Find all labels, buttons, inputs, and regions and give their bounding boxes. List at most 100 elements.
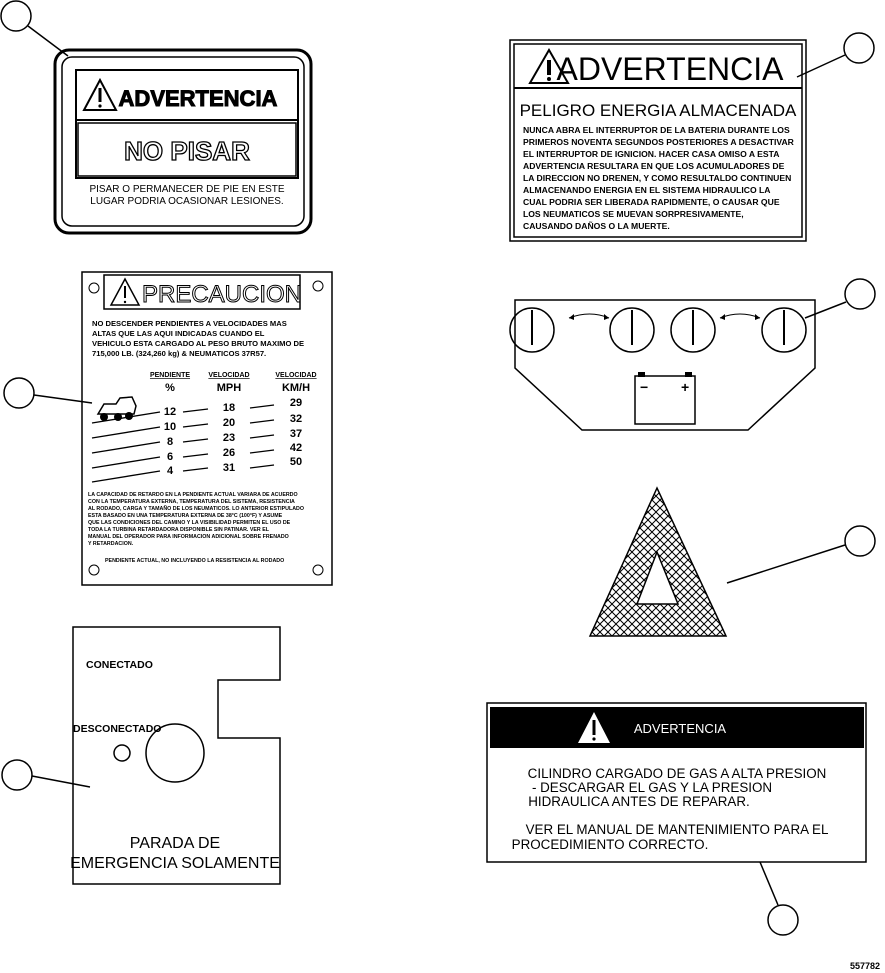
table-cell: 23 bbox=[223, 432, 235, 444]
intro-line: NO DESCENDER PENDIENTES A VELOCIDADES MA… bbox=[92, 319, 287, 328]
figure-number: 557782 bbox=[850, 961, 880, 971]
decal-cilindro-gas: ADVERTENCIA CILINDRO CARGADO DE GAS A AL… bbox=[486, 702, 867, 863]
note-line: ESTA BASADO EN UNA TEMPERATURA EXTERNA D… bbox=[88, 513, 283, 519]
leader-line bbox=[182, 453, 209, 458]
arrow-icon bbox=[719, 313, 761, 319]
body-line: VER EL MANUAL DE MANTENIMIENTO PARA EL bbox=[526, 822, 829, 837]
panel-parada-emergencia: CONECTADO DESCONECTADO PARADA DE EMERGEN… bbox=[70, 626, 281, 885]
decal-no-pisar: ADVERTENCIA NO PISAR PISAR O PERMANECER … bbox=[53, 48, 313, 235]
switch-dial-icon bbox=[761, 307, 807, 353]
intro-line: 715,000 LB. (324,260 kg) & NEUMATICOS 37… bbox=[92, 349, 266, 358]
callout-7 bbox=[759, 861, 799, 936]
warning-triangle-icon bbox=[109, 277, 141, 306]
body-line: ALMACENANDO ENERGIA EN EL SISTEMA HIDRAU… bbox=[523, 185, 770, 195]
table-cell: 10 bbox=[164, 421, 176, 433]
body-line: PISAR O PERMANECER DE PIE EN ESTE bbox=[89, 184, 284, 195]
header-text: ADVERTENCIA bbox=[556, 51, 784, 87]
column-heading: PENDIENTE bbox=[150, 372, 190, 379]
table-cell: 37 bbox=[290, 428, 302, 440]
table-cell: 12 bbox=[164, 406, 176, 418]
leader-line bbox=[182, 438, 209, 443]
table-cell: 50 bbox=[290, 456, 302, 468]
battery-icon: − + bbox=[634, 372, 696, 425]
callout-6 bbox=[1, 759, 91, 791]
body-line: PROCEDIMIENTO CORRECTO. bbox=[512, 837, 709, 852]
table-cell: 20 bbox=[223, 417, 235, 429]
body-line: NUNCA ABRA EL INTERRUPTOR DE LA BATERIA … bbox=[523, 125, 790, 135]
on-label: CONECTADO bbox=[86, 659, 153, 671]
leader-line bbox=[91, 411, 161, 424]
decal-precaucion: PRECAUCION NO DESCENDER PENDIENTES A VEL… bbox=[81, 271, 333, 586]
leader-line bbox=[249, 464, 275, 469]
title-text: NO PISAR bbox=[124, 136, 250, 166]
switch-dial-icon bbox=[609, 307, 655, 353]
table-cell: 32 bbox=[290, 413, 302, 425]
leader-line bbox=[249, 434, 275, 439]
decal-switch-panel: − + bbox=[509, 299, 816, 431]
column-heading: VELOCIDAD bbox=[208, 372, 249, 379]
table-cell: 26 bbox=[223, 447, 235, 459]
footer-text: PENDIENTE ACTUAL, NO INCLUYENDO LA RESIS… bbox=[105, 558, 284, 564]
header-text: PRECAUCION bbox=[142, 281, 302, 308]
column-unit: MPH bbox=[217, 382, 242, 394]
warning-triangle-icon bbox=[528, 47, 570, 84]
body-line: LUGAR PODRIA OCASIONAR LESIONES. bbox=[90, 196, 283, 207]
note-line: QUE LAS CONDICIONES DEL CAMINO Y LA VISI… bbox=[88, 520, 291, 526]
warning-triangle-icon bbox=[578, 712, 610, 743]
intro-line: ALTAS QUE LAS AQUI INDICADAS CUANDO EL bbox=[92, 329, 265, 338]
table-cell: 4 bbox=[167, 465, 174, 477]
leader-line bbox=[91, 470, 161, 483]
body-line: - DESCARGAR EL GAS Y LA PRESION bbox=[532, 780, 772, 795]
leader-line bbox=[182, 408, 209, 413]
svg-text:−: − bbox=[640, 379, 648, 395]
leader-line bbox=[182, 467, 209, 472]
table-cell: 6 bbox=[167, 451, 173, 463]
note-line: TODA LA TURBINA RETARDADORA DISPONIBLE S… bbox=[88, 527, 270, 533]
haul-truck-icon bbox=[96, 396, 137, 421]
table-cell: 29 bbox=[290, 397, 302, 409]
reflective-triangle bbox=[588, 486, 728, 637]
table-cell: 42 bbox=[290, 442, 302, 454]
note-line: LA CAPACIDAD DE RETARDO EN LA PENDIENTE … bbox=[88, 492, 298, 498]
note-line: MANUAL DEL OPERADOR PARA INFORMACION ADI… bbox=[88, 534, 289, 540]
callout-3 bbox=[3, 377, 93, 409]
leader-line bbox=[91, 426, 161, 439]
svg-text:+: + bbox=[681, 379, 689, 395]
body-line: CILINDRO CARGADO DE GAS A ALTA PRESION bbox=[528, 766, 827, 781]
note-line: CON LA TEMPERATURA EXTERNA, TEMPERATURA … bbox=[88, 499, 295, 505]
title-text: PELIGRO ENERGIA ALMACENADA bbox=[520, 101, 797, 120]
table-cell: 8 bbox=[167, 436, 173, 448]
emergency-stop-button bbox=[145, 723, 205, 783]
body-line: PRIMEROS NOVENTA SEGUNDOS POSTERIORES A … bbox=[523, 137, 795, 147]
decal-energia-almacenada: ADVERTENCIA PELIGRO ENERGIA ALMACENADA N… bbox=[509, 39, 807, 242]
body-line: LA DIRECCION NO DRENEN, Y COMO RESULTALD… bbox=[523, 173, 791, 183]
switch-dial-icon bbox=[509, 307, 555, 353]
body-line: CAUSANDO DAÑOS O LA MUERTE. bbox=[523, 221, 670, 231]
switch-dial-icon bbox=[670, 307, 716, 353]
body-line: LOS NEUMATICOS SE MUEVAN SORPRESIVAMENTE… bbox=[523, 209, 744, 219]
warning-triangle-icon bbox=[82, 77, 118, 111]
body-line: EL INTERRUPTOR DE IGNICION. HACER CASA O… bbox=[523, 149, 779, 159]
body-line: ADVERTENCIA RESULTARA EN QUE LOS ACUMULA… bbox=[523, 161, 785, 171]
note-line: AL RODADO, CARGA Y TAMAÑO DE LOS NEUMATI… bbox=[88, 505, 304, 512]
leader-line bbox=[249, 404, 275, 409]
body-line: CUAL PODRIA SER LIBERADA RAPIDMENTE, O C… bbox=[523, 197, 780, 207]
off-label: DESCONECTADO bbox=[73, 723, 161, 735]
column-heading: VELOCIDAD bbox=[275, 372, 316, 379]
callout-1 bbox=[0, 0, 69, 57]
column-unit: KM/H bbox=[282, 382, 310, 394]
leader-line bbox=[249, 449, 275, 454]
title-line: PARADA DE bbox=[130, 835, 220, 852]
leader-line bbox=[249, 419, 275, 424]
column-unit: % bbox=[165, 382, 175, 394]
callout-5 bbox=[726, 525, 876, 584]
leader-line bbox=[182, 423, 209, 428]
body-line: HIDRAULICA ANTES DE REPARAR. bbox=[528, 794, 750, 809]
arrow-icon bbox=[568, 313, 610, 319]
note-line: Y RETARDACION. bbox=[88, 541, 134, 547]
table-cell: 18 bbox=[223, 402, 235, 414]
leader-line bbox=[91, 441, 161, 454]
header-text: ADVERTENCIA bbox=[634, 721, 727, 736]
table-cell: 31 bbox=[223, 462, 235, 474]
